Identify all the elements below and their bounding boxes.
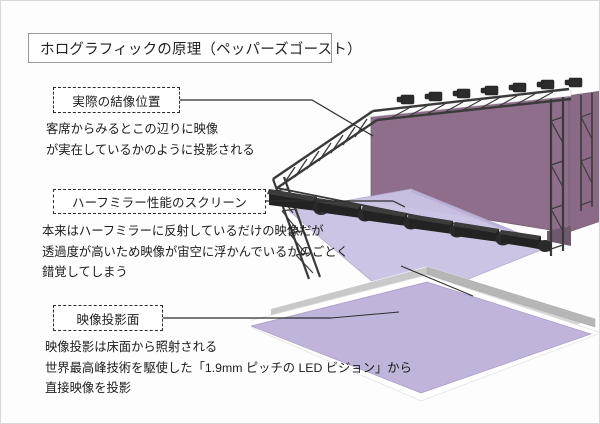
- callout-label-2-text: ハーフミラー性能のスクリーン: [71, 196, 248, 210]
- callout-body-1-line-2: が実在しているかのように投影される: [46, 142, 255, 157]
- callout-label-3-text: 映像投影面: [76, 312, 140, 327]
- callout-body-2-line-1: 本来はハーフミラーに反射しているだけの映像だが: [42, 224, 324, 238]
- callout-body-2: 本来はハーフミラーに反射しているだけの映像だが 透過度が高いため映像が宙空に浮か…: [42, 221, 348, 283]
- callout-label-actual-image-position[interactable]: 実際の結像位置: [53, 87, 180, 113]
- callout-body-3-line-1: 映像投影は床面から照射される: [45, 340, 218, 354]
- callout-label-half-mirror-screen[interactable]: ハーフミラー性能のスクリーン: [53, 189, 266, 214]
- callout-label-projection-surface[interactable]: 映像投影面: [53, 305, 163, 331]
- slide-title-box: ホログラフィックの原理（ペッパーズゴースト）: [28, 33, 361, 63]
- callout-label-1-text: 実際の結像位置: [72, 94, 161, 109]
- callout-body-3-line-3: 直接映像を投影: [45, 381, 132, 395]
- page-title: ホログラフィックの原理（ペッパーズゴースト）: [40, 41, 362, 58]
- floor-led-panel: [251, 274, 599, 402]
- callout-body-1: 客席からみるとこの辺りに映像 が実在しているかのように投影される: [46, 119, 255, 160]
- light-fixture-row-top: [396, 77, 583, 105]
- callout-body-2-line-3: 錯覚してしまう: [42, 265, 128, 279]
- callout-body-2-line-2: 透過度が高いため映像が宙空に浮かんでいるかのごとく: [42, 244, 349, 259]
- callout-body-3-line-2: 世界最高峰技術を駆使した「1.9mm ピッチの LED ビジョン」から: [45, 360, 412, 375]
- light-fixture-row-front: [267, 189, 552, 252]
- truss-frame: [271, 87, 593, 280]
- callout-body-1-line-1: 客席からみるとこの辺りに映像: [46, 122, 219, 136]
- callout-body-3: 映像投影は床面から照射される 世界最高峰技術を駆使した「1.9mm ピッチの L…: [45, 337, 412, 399]
